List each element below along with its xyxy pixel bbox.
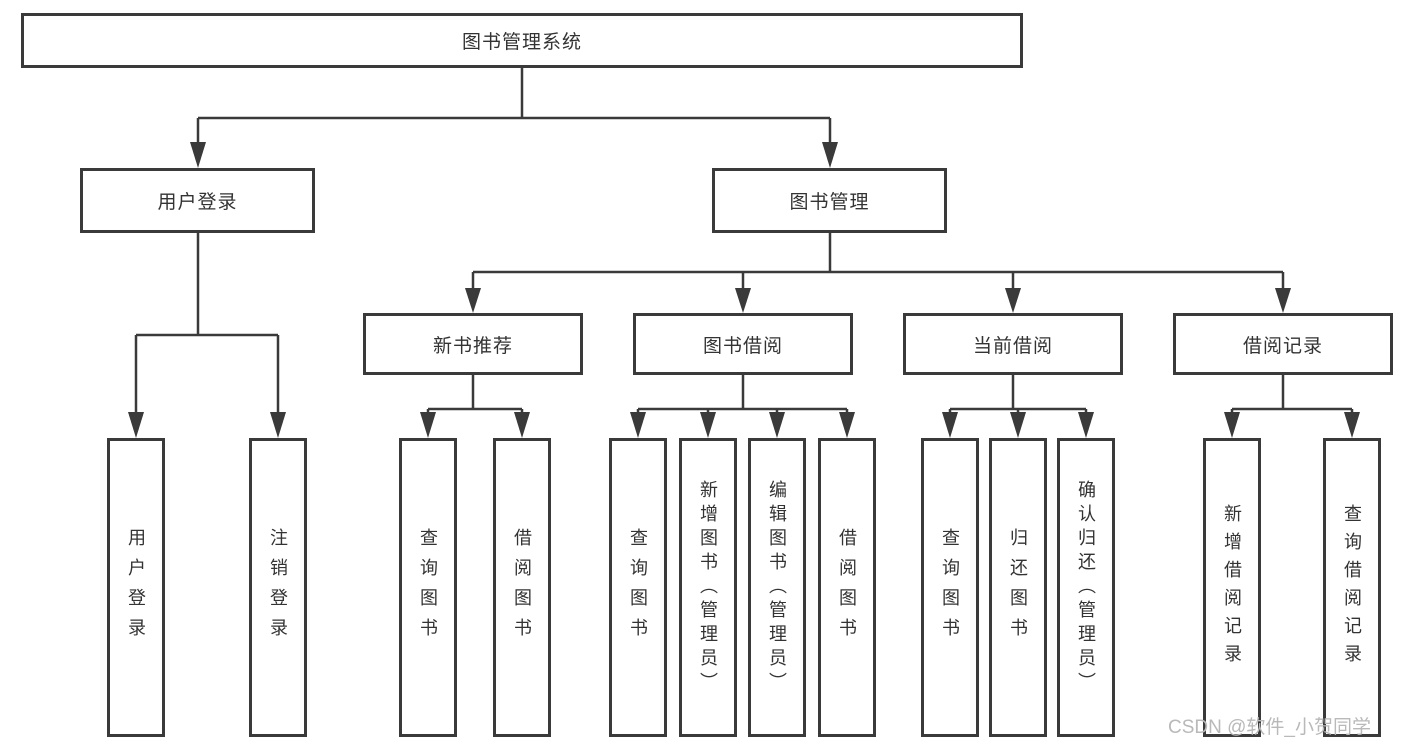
arrow-down-icon: [190, 142, 206, 168]
leaf-nb-query-book: 查询图书: [399, 438, 457, 737]
node-root-label: 图书管理系统: [461, 32, 582, 53]
leaf-user-login: 用户登录: [107, 438, 165, 737]
node-book-borrow: 图书借阅: [633, 313, 853, 375]
node-book-management: 图书管理: [712, 168, 947, 233]
leaf-cb-query-book: 查询图书: [921, 438, 979, 737]
arrow-down-icon: [700, 412, 716, 438]
leaf-cb-query-book-label: 查询图书: [940, 527, 960, 648]
leaf-bb-add-book-admin-label: 新增图书（管理员）: [698, 479, 718, 696]
leaf-cb-confirm-return-admin: 确认归还（管理员）: [1057, 438, 1115, 737]
leaf-user-login-label: 用户登录: [126, 527, 146, 648]
leaf-nb-borrow-book-label: 借阅图书: [512, 527, 532, 648]
arrow-down-icon: [128, 412, 144, 438]
node-new-book-recommend: 新书推荐: [363, 313, 583, 375]
arrow-down-icon: [735, 288, 751, 313]
node-borrow-record: 借阅记录: [1173, 313, 1393, 375]
arrow-down-icon: [1078, 412, 1094, 438]
leaf-bb-edit-book-admin-label: 编辑图书（管理员）: [767, 479, 787, 696]
arrow-down-icon: [465, 288, 481, 313]
leaf-br-add-record: 新增借阅记录: [1203, 438, 1261, 737]
leaf-bb-borrow-book-label: 借阅图书: [837, 527, 857, 648]
node-user-login: 用户登录: [80, 168, 315, 233]
leaf-cb-return-book-label: 归还图书: [1008, 527, 1028, 648]
leaf-br-query-record: 查询借阅记录: [1323, 438, 1381, 737]
leaf-br-add-record-label: 新增借阅记录: [1222, 503, 1242, 672]
leaf-bb-query-book-label: 查询图书: [628, 527, 648, 648]
arrow-down-icon: [1005, 288, 1021, 313]
arrow-down-icon: [514, 412, 530, 438]
leaf-bb-add-book-admin: 新增图书（管理员）: [679, 438, 737, 737]
leaf-cb-return-book: 归还图书: [989, 438, 1047, 737]
arrow-down-icon: [942, 412, 958, 438]
watermark: CSDN @软件_小贺同学: [1168, 717, 1371, 738]
node-borrow-record-label: 借阅记录: [1242, 335, 1323, 357]
node-current-borrow-label: 当前借阅: [972, 335, 1053, 357]
arrow-down-icon: [1275, 288, 1291, 313]
arrow-down-icon: [420, 412, 436, 438]
arrow-down-icon: [270, 412, 286, 438]
leaf-br-query-record-label: 查询借阅记录: [1342, 503, 1362, 672]
arrow-down-icon: [822, 142, 838, 168]
leaf-nb-query-book-label: 查询图书: [418, 527, 438, 648]
arrow-down-icon: [630, 412, 646, 438]
leaf-cb-confirm-return-admin-label: 确认归还（管理员）: [1076, 479, 1096, 696]
leaf-logout-label: 注销登录: [268, 527, 288, 648]
leaf-bb-query-book: 查询图书: [609, 438, 667, 737]
node-user-login-label: 用户登录: [157, 192, 238, 213]
node-current-borrow: 当前借阅: [903, 313, 1123, 375]
leaf-bb-edit-book-admin: 编辑图书（管理员）: [748, 438, 806, 737]
node-book-management-label: 图书管理: [789, 192, 870, 213]
arrow-down-icon: [839, 412, 855, 438]
arrow-down-icon: [1010, 412, 1026, 438]
node-root: 图书管理系统: [21, 13, 1023, 68]
leaf-logout: 注销登录: [249, 438, 307, 737]
arrow-down-icon: [1224, 412, 1240, 438]
node-new-book-recommend-label: 新书推荐: [432, 335, 513, 357]
leaf-nb-borrow-book: 借阅图书: [493, 438, 551, 737]
arrow-down-icon: [769, 412, 785, 438]
leaf-bb-borrow-book: 借阅图书: [818, 438, 876, 737]
node-book-borrow-label: 图书借阅: [702, 335, 783, 357]
arrow-down-icon: [1344, 412, 1360, 438]
